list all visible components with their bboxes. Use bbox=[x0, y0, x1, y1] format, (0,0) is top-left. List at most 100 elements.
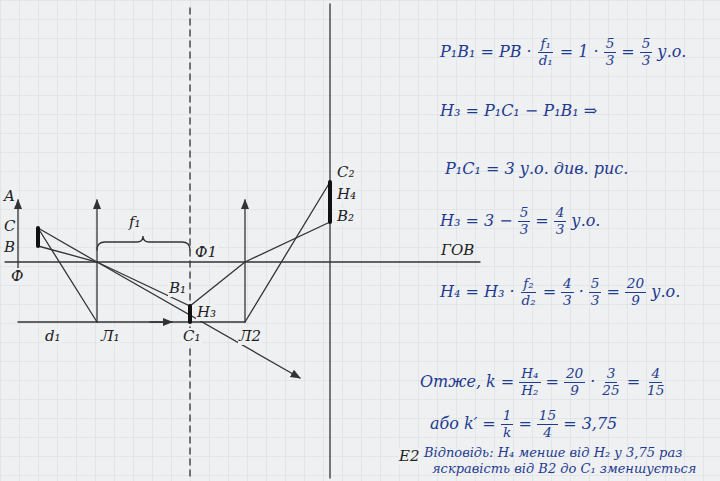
formula-text: = bbox=[535, 212, 548, 230]
formula-text: · bbox=[590, 373, 595, 391]
numerator: H₄ bbox=[519, 366, 540, 383]
numerator: 4 bbox=[554, 205, 567, 222]
formula-line: яскравість від B2 до C₁ зменшується bbox=[432, 462, 696, 477]
fraction: 325 bbox=[600, 366, 621, 398]
base-ray bbox=[18, 321, 245, 322]
fraction: 53 bbox=[518, 205, 531, 237]
point-label: ГОВ bbox=[440, 242, 475, 259]
denominator: 3 bbox=[589, 293, 602, 309]
formula-text: P₁B₁ = PB · bbox=[440, 43, 532, 61]
focal-bracket bbox=[97, 236, 190, 250]
denominator: 9 bbox=[568, 383, 581, 399]
ray bbox=[245, 222, 330, 262]
object-arrow bbox=[17, 200, 18, 268]
numerator: f₂ bbox=[521, 276, 535, 293]
point-label: B₁ bbox=[168, 280, 187, 297]
ray bbox=[38, 228, 300, 378]
formula-text: = 1 · bbox=[560, 43, 599, 61]
formula-text: у.о. bbox=[657, 43, 686, 61]
formula-line: P₁C₁ = 3 у.о. див. рис. bbox=[445, 160, 628, 178]
denominator: 3 bbox=[518, 222, 531, 238]
object-segment bbox=[36, 228, 40, 246]
denominator: d₂ bbox=[519, 293, 537, 309]
numerator: 5 bbox=[518, 205, 531, 222]
fraction: 209 bbox=[625, 276, 646, 308]
fraction: 154 bbox=[537, 408, 558, 440]
point-label: Л₁ bbox=[100, 328, 121, 345]
formula-text: = bbox=[518, 415, 531, 433]
point-label: H₃ bbox=[196, 304, 217, 321]
denominator: 9 bbox=[629, 293, 642, 309]
formula-text: H₄ = H₃ · bbox=[440, 283, 514, 301]
point-label: C₁ bbox=[182, 328, 202, 345]
fraction: f₁d₁ bbox=[537, 36, 555, 68]
numerator: 4 bbox=[649, 366, 662, 383]
fraction: 53 bbox=[640, 36, 653, 68]
formula-text: H₃ = 3 − bbox=[440, 212, 513, 230]
denominator: 3 bbox=[554, 222, 567, 238]
formula-line: P₁B₁ = PB ·f₁d₁= 1 ·53=53у.о. bbox=[440, 36, 686, 68]
fraction: H₄H₂ bbox=[519, 366, 540, 398]
image-segment bbox=[328, 182, 332, 222]
optical-axis bbox=[5, 261, 480, 262]
ray bbox=[38, 228, 97, 322]
formula-text: = bbox=[621, 43, 634, 61]
formula-line: Відповідь: H₄ менше від H₂ у 3,75 раз bbox=[424, 446, 682, 461]
numerator: 5 bbox=[589, 276, 602, 293]
numerator: 5 bbox=[640, 36, 653, 53]
fraction: f₂d₂ bbox=[519, 276, 537, 308]
formula-line: Отже, k = H₄H₂ = 209 · 325 = 415 bbox=[420, 366, 666, 398]
point-label: H₄ bbox=[336, 186, 357, 203]
formula-text: = bbox=[543, 283, 556, 301]
point-label: C₂ bbox=[336, 164, 356, 181]
numerator: 20 bbox=[564, 366, 585, 383]
point-label: A bbox=[3, 188, 16, 205]
formula-text: яскравість від B2 до C₁ зменшується bbox=[432, 462, 696, 477]
denominator: d₁ bbox=[537, 53, 555, 69]
point-label: E2 bbox=[398, 448, 421, 465]
formula-text: = bbox=[627, 373, 640, 391]
formula-text: · bbox=[579, 283, 584, 301]
numerator: 4 bbox=[561, 276, 574, 293]
formula-text: H₃ = P₁C₁ − P₁B₁ ⇒ bbox=[440, 102, 597, 120]
point-label: B₂ bbox=[336, 208, 355, 225]
denominator: k bbox=[501, 425, 513, 441]
point-label: Л2 bbox=[238, 328, 262, 345]
formula-text: Отже, bbox=[420, 373, 481, 391]
fraction: 1k bbox=[501, 408, 514, 440]
formula-text: у.о. bbox=[571, 212, 600, 230]
formula-text: k′ = bbox=[464, 415, 496, 433]
point-label: Ф bbox=[10, 268, 24, 285]
numerator: 5 bbox=[604, 36, 617, 53]
formula-text: P₁C₁ = 3 у.о. див. рис. bbox=[445, 160, 628, 178]
formula-line: H₄ = H₃ ·f₂d₂=43·53=209у.о. bbox=[440, 276, 680, 308]
denominator: 3 bbox=[640, 53, 653, 69]
point-label: d₁ bbox=[44, 328, 62, 345]
denominator: 25 bbox=[600, 383, 621, 399]
point-label: f₁ bbox=[128, 214, 142, 231]
screen-line bbox=[329, 4, 330, 478]
ray-arrow bbox=[150, 321, 172, 322]
denominator: 4 bbox=[541, 425, 554, 441]
formula-line: H₃ = 3 −53=43у.о. bbox=[440, 205, 600, 237]
formula-text: k = bbox=[486, 373, 514, 391]
numerator: 15 bbox=[537, 408, 558, 425]
numerator: 20 bbox=[625, 276, 646, 293]
formula-line: абоk′ =1k=154= 3,75 bbox=[430, 408, 617, 440]
denominator: 3 bbox=[561, 293, 574, 309]
point-label: C bbox=[3, 218, 16, 235]
formula-line: H₃ = P₁C₁ − P₁B₁ ⇒ bbox=[440, 102, 597, 120]
numerator: 3 bbox=[605, 366, 618, 383]
denominator: 3 bbox=[604, 53, 617, 69]
formula-text: = bbox=[606, 283, 619, 301]
formula-text: = bbox=[546, 373, 559, 391]
numerator: f₁ bbox=[538, 36, 552, 53]
ray bbox=[245, 182, 330, 322]
image-segment bbox=[188, 306, 192, 322]
fraction: 415 bbox=[645, 366, 666, 398]
fraction: 209 bbox=[564, 366, 585, 398]
fraction: 43 bbox=[561, 276, 574, 308]
point-label: Ф1 bbox=[194, 244, 218, 261]
